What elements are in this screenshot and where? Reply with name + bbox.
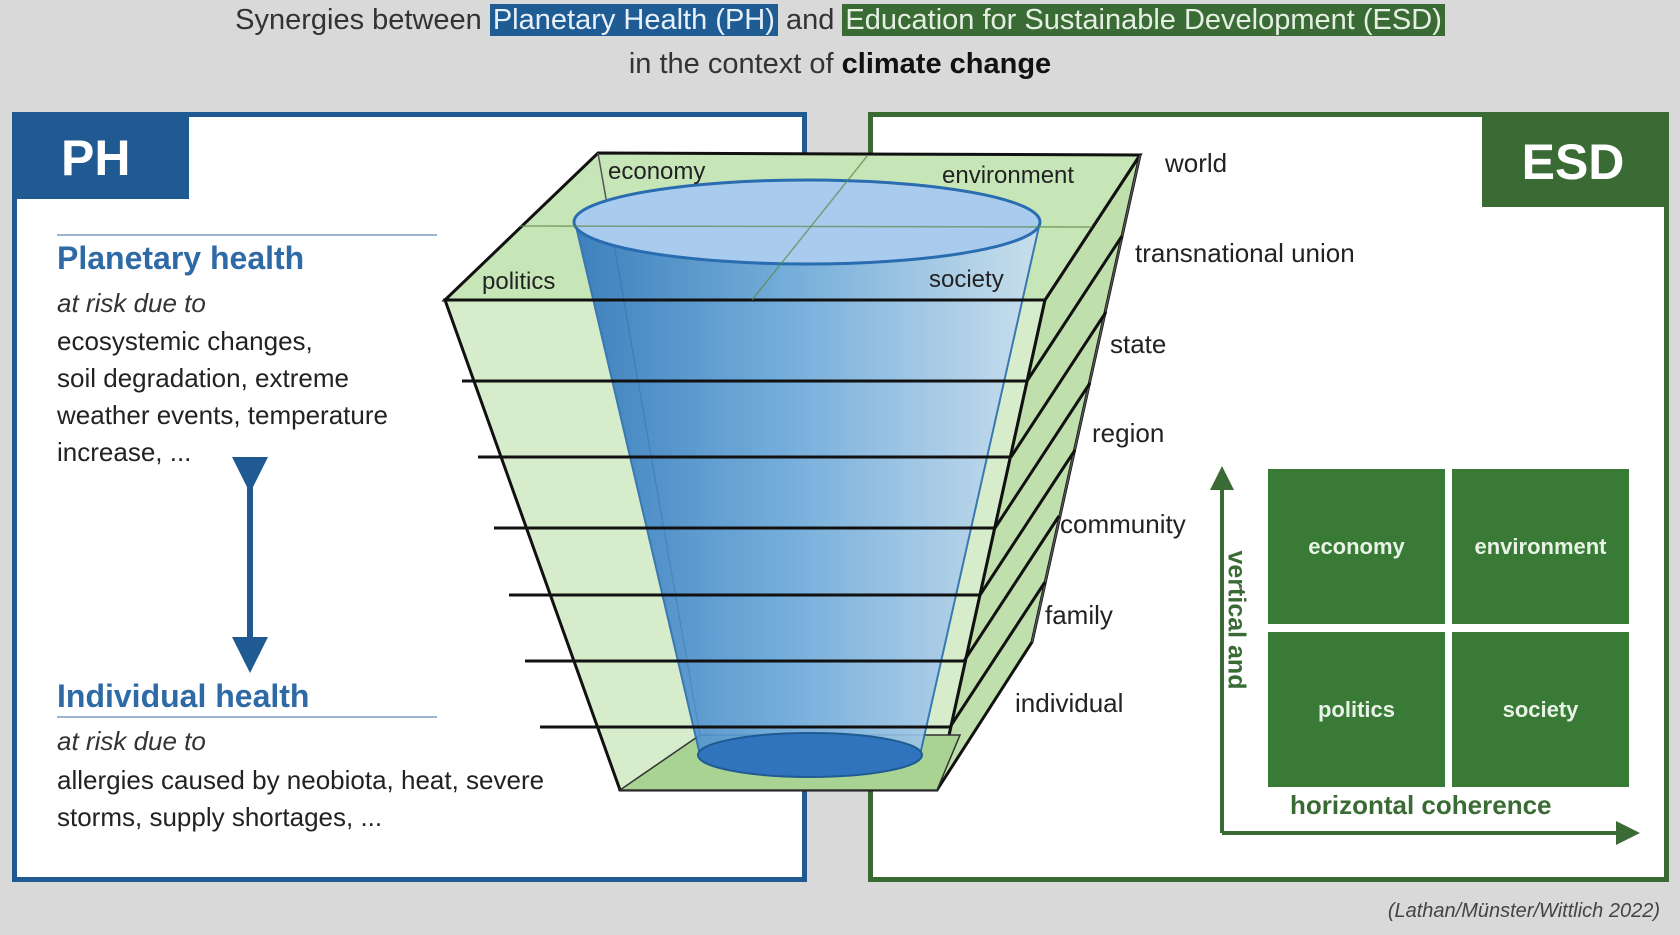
side-line-4 [978, 449, 1077, 596]
grid-cell-society: society [1452, 632, 1629, 787]
cube-label-economy: economy [608, 158, 705, 185]
cube-label-politics: politics [482, 268, 555, 295]
side-line-2 [1009, 311, 1108, 458]
individual-risk-label: at risk due to [57, 726, 206, 756]
title-and: and [785, 4, 835, 36]
cube-label-society: society [929, 266, 1004, 293]
cube-label-environment: environment [942, 162, 1074, 189]
planetary-risk-label: at risk due to [57, 288, 206, 318]
title-prefix: Synergies between [235, 4, 482, 36]
level-label-world: world [1165, 148, 1228, 178]
axis-label-vertical: vertical and [1222, 550, 1251, 690]
side-line-6 [948, 581, 1047, 728]
axis-label-horizontal: horizontal coherence [1290, 790, 1552, 820]
level-label-family: family [1045, 600, 1113, 630]
ph-panel-label: PH [17, 117, 189, 199]
planetary-risk-line-1: ecosystemic changes, [57, 326, 313, 356]
grid-cell-economy: economy [1268, 469, 1445, 624]
frustum-cube: economy environment politics society [441, 151, 1143, 792]
individual-divider [57, 716, 437, 718]
top-divider-h [519, 225, 1093, 228]
side-line-1 [1025, 235, 1124, 382]
top-divider-v [751, 154, 869, 301]
level-label-state: state [1110, 329, 1167, 359]
level-label-region: region [1092, 418, 1165, 448]
grid-cell-politics: politics [1268, 632, 1445, 787]
side-line-5 [962, 515, 1061, 662]
grid-cell-environment: environment [1452, 469, 1629, 624]
side-line-3 [993, 382, 1092, 529]
planetary-health-heading: Planetary health [57, 240, 305, 276]
planetary-risk-line-3: weather events, temperature [57, 400, 388, 430]
individual-health-heading: Individual health [57, 678, 310, 714]
title-ph-highlight: Planetary Health (PH) [489, 4, 778, 36]
cup-bottom [697, 732, 923, 778]
esd-panel-label: ESD [1482, 117, 1664, 207]
title-line2-bold: climate change [841, 48, 1052, 80]
title-line2-prefix: in the context of [628, 48, 834, 80]
planetary-divider [57, 234, 437, 236]
level-label-transnational-union: transnational union [1135, 238, 1355, 268]
title-line-2: in the context of climate change [0, 48, 1680, 81]
level-label-community: community [1060, 509, 1186, 539]
title-esd-highlight: Education for Sustainable Development (E… [842, 4, 1445, 36]
credit-note: (Lathan/Münster/Wittlich 2022) [1387, 900, 1660, 922]
level-label-individual: individual [1015, 688, 1124, 718]
title-line-1: Synergies between Planetary Health (PH) … [0, 4, 1680, 37]
individual-risk-line-2: storms, supply shortages, ... [57, 802, 383, 832]
planetary-risk-line-2: soil degradation, extreme [57, 363, 349, 393]
cup-rim [572, 178, 1042, 266]
individual-risk-line-1: allergies caused by neobiota, heat, seve… [57, 765, 545, 795]
planetary-risk-line-4: increase, ... [57, 437, 192, 467]
